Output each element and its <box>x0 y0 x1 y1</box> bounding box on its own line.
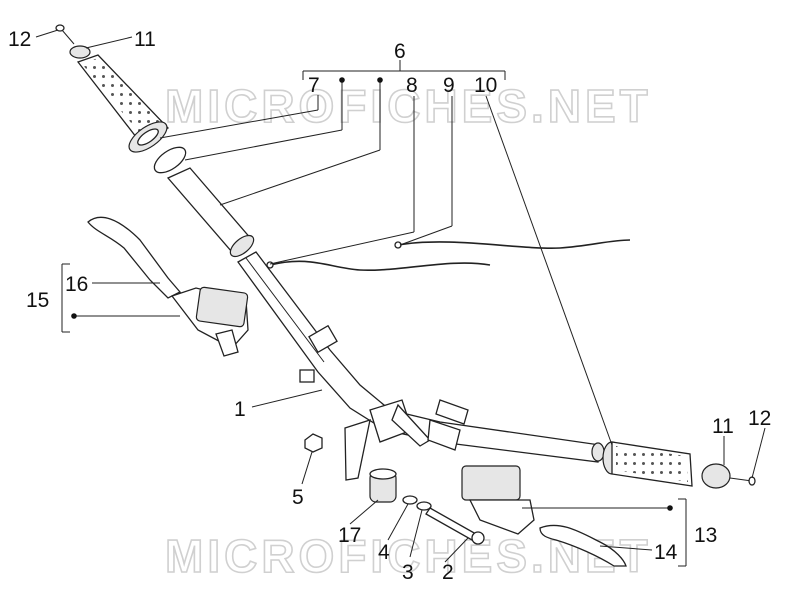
handlebar-tube <box>237 251 605 481</box>
callout-10: 10 <box>474 74 497 97</box>
callout-15: 15 <box>26 289 49 312</box>
small-parts <box>304 433 485 545</box>
callout-labels: 12 11 6 7 8 9 10 16 15 1 5 17 4 3 2 13 1… <box>8 28 771 584</box>
callout-13: 13 <box>694 524 717 547</box>
callout-16: 16 <box>65 273 88 296</box>
throttle-cables <box>266 239 631 271</box>
callout-17: 17 <box>338 524 361 547</box>
left-grip-assembly <box>55 24 255 258</box>
callout-1: 1 <box>234 398 246 421</box>
callout-12-left: 12 <box>8 28 31 51</box>
callout-11-right: 11 <box>712 415 734 438</box>
callout-14: 14 <box>654 541 678 564</box>
callout-12-right: 12 <box>748 407 771 430</box>
callout-7: 7 <box>308 74 320 97</box>
watermark-top: MICROFICHES.NET <box>165 80 652 132</box>
callout-5: 5 <box>292 486 304 509</box>
left-brake-assembly <box>87 216 249 357</box>
callout-6: 6 <box>394 40 406 63</box>
leader-lines <box>35 29 766 567</box>
callout-4: 4 <box>378 541 390 564</box>
callout-9: 9 <box>443 74 455 97</box>
callout-8: 8 <box>406 74 418 97</box>
callout-11-left: 11 <box>134 28 156 51</box>
right-grip-assembly <box>602 441 756 489</box>
callout-2: 2 <box>442 561 454 584</box>
callout-3: 3 <box>402 561 414 584</box>
callout-dots <box>71 77 673 511</box>
right-brake-assembly <box>461 465 627 567</box>
